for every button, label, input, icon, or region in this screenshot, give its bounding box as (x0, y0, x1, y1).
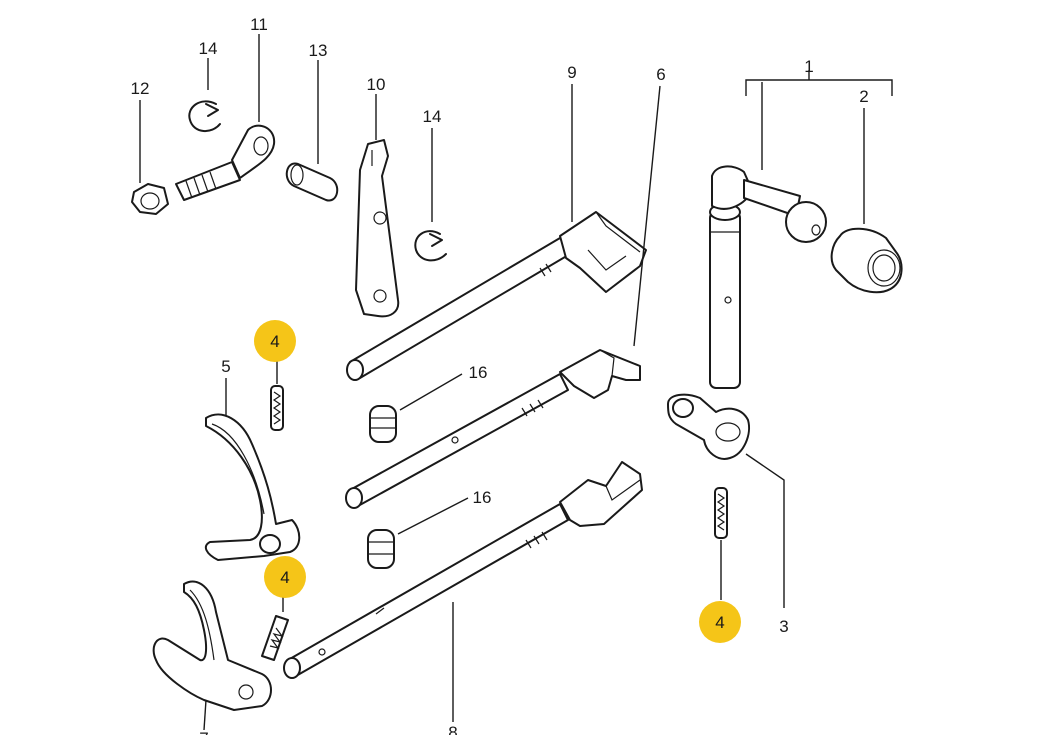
label-11: 11 (250, 15, 268, 34)
part-5-shift-fork (204, 378, 301, 561)
label-4-right: 4 (715, 613, 724, 632)
label-8: 8 (448, 723, 457, 735)
label-4-lower-left: 4 (280, 568, 289, 587)
part-10-lever-plate (355, 94, 400, 318)
label-10: 10 (367, 75, 386, 94)
label-12: 12 (131, 79, 150, 98)
label-6: 6 (656, 65, 665, 84)
part-14-circlip-upper (188, 58, 221, 132)
highlight-circle-4-upper (254, 320, 296, 362)
label-14-centre: 14 (423, 107, 442, 126)
label-4-upper: 4 (270, 332, 279, 351)
part-7-shift-fork (152, 580, 272, 731)
label-9: 9 (567, 63, 576, 82)
label-2: 2 (859, 87, 868, 106)
part-3-selector-lever (667, 393, 785, 608)
label-13: 13 (309, 41, 328, 60)
part-4-roll-pin-upper (270, 358, 284, 431)
part-6-shift-rod (345, 85, 661, 509)
part-1-shift-lever-assembly (709, 70, 893, 389)
part-4-roll-pin-lower-left (261, 590, 289, 661)
highlight-circle-4-lower-left (264, 556, 306, 598)
highlight-circle-4-right (699, 601, 741, 643)
label-7: 7 (199, 729, 208, 735)
part-8-shift-rod (283, 461, 643, 722)
part-16-plunger-upper (369, 373, 463, 443)
part-12-hex-nut (131, 100, 169, 215)
part-4-roll-pin-right (714, 487, 728, 600)
part-11-eye-bolt (175, 34, 276, 201)
label-16-lower: 16 (473, 488, 492, 507)
label-14-upper: 14 (199, 39, 218, 58)
part-14-circlip-centre (414, 128, 447, 262)
label-3: 3 (779, 617, 788, 636)
part-9-shift-rod (346, 84, 647, 381)
label-16-upper: 16 (469, 363, 488, 382)
part-13-roller (285, 60, 339, 202)
part-16-plunger-lower (367, 497, 469, 569)
part-2-bushing (830, 108, 903, 294)
label-1: 1 (804, 57, 813, 76)
label-5: 5 (221, 357, 230, 376)
